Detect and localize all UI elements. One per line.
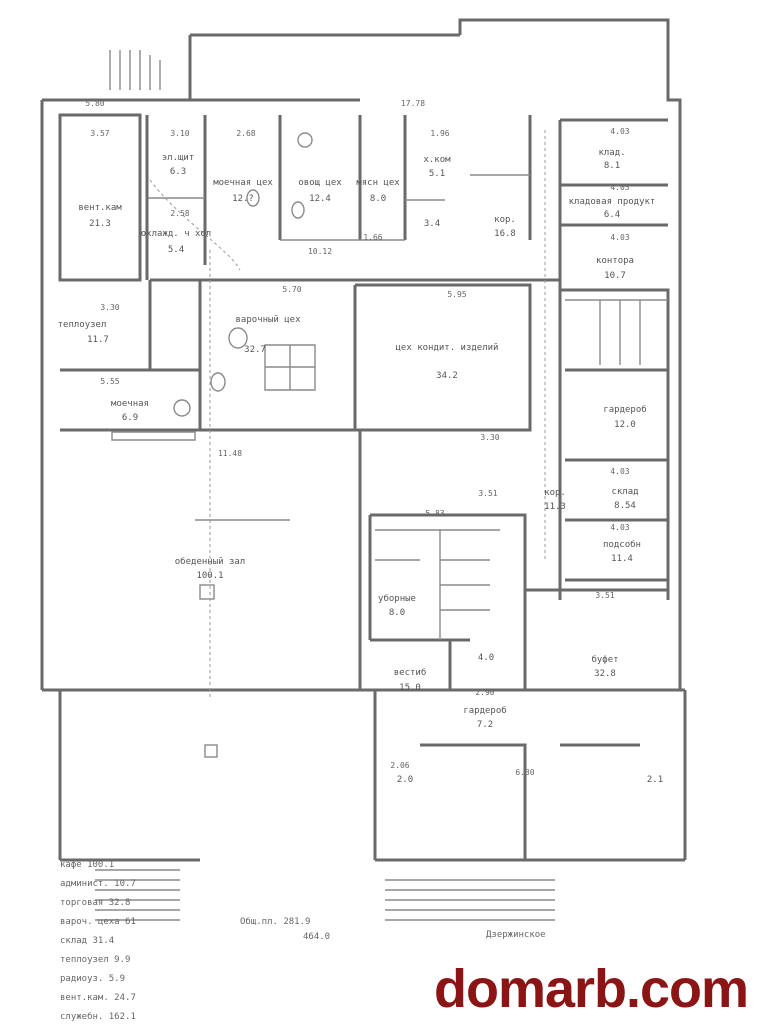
legend-line: вароч. цеха 61 bbox=[60, 917, 136, 927]
dimension: 4.03 bbox=[610, 467, 629, 476]
dimension: 5.80 bbox=[85, 99, 104, 108]
dimension: 10.12 bbox=[308, 247, 332, 256]
room-buffet-name: буфет bbox=[591, 654, 618, 665]
room-labels: вент.кам 21.3 эл.щит 6.3 охлажд. ч хол 5… bbox=[58, 148, 664, 785]
fixtures bbox=[149, 130, 546, 700]
dimension: 4.03 bbox=[610, 523, 629, 532]
dimension: 1.96 bbox=[430, 129, 449, 138]
dimension: 2.58 bbox=[170, 209, 189, 218]
room-cold-name: охлажд. ч хол bbox=[141, 229, 211, 239]
room-elshit-area: 6.3 bbox=[170, 167, 186, 177]
dimension: 5.95 bbox=[447, 290, 466, 299]
area-legend: кафе 100.1 админист. 10.7 торговая 32.8 … bbox=[60, 860, 546, 1022]
dimension: 3.57 bbox=[90, 129, 109, 138]
room-wash-shop-area: 12.? bbox=[232, 194, 254, 204]
room-cold-area: 5.4 bbox=[168, 245, 184, 255]
dimension: 5.55 bbox=[100, 377, 119, 386]
room-wc-small-area: 4.0 bbox=[478, 653, 494, 663]
room-wash-shop-name: моечная цех bbox=[213, 178, 273, 188]
room-cooking-area: 32.7 bbox=[244, 345, 266, 355]
room-confect-name: цех кондит. изделий bbox=[396, 343, 499, 353]
dimension: 2.06 bbox=[390, 761, 409, 770]
dimension: 2.68 bbox=[236, 129, 255, 138]
room-corr2-area: 11.3 bbox=[544, 502, 566, 512]
room-lobby-name: вестиб bbox=[394, 667, 427, 678]
dimension: 5.70 bbox=[282, 285, 301, 294]
dimension: 3.51 bbox=[595, 591, 614, 600]
dimension: 17.78 bbox=[401, 99, 425, 108]
room-washing-name: моечная bbox=[111, 399, 149, 409]
room-stock-name: склад bbox=[611, 487, 638, 497]
room-cooking-name: варочный цех bbox=[235, 315, 301, 325]
room-wardrobe1-area: 12.0 bbox=[614, 420, 636, 430]
room-corridor-area: 16.8 bbox=[494, 229, 516, 239]
thin-partitions bbox=[95, 50, 668, 921]
legend-line: служебн. 162.1 bbox=[60, 1011, 136, 1022]
dimension: 2.90 bbox=[475, 688, 494, 697]
dimension: 1.66 bbox=[363, 233, 382, 242]
room-wc-area: 8.0 bbox=[389, 608, 405, 618]
room-stock-area: 8.54 bbox=[614, 501, 636, 511]
room-heat-area: 11.7 bbox=[87, 335, 109, 345]
room-store1-area: 8.1 bbox=[604, 161, 620, 171]
legend-line: кафе 100.1 bbox=[60, 860, 114, 870]
room-veg-shop-name: овощ цех bbox=[298, 178, 342, 188]
legend-line: радиоуз. 5.9 bbox=[60, 974, 125, 984]
room-wc-name: уборные bbox=[378, 593, 416, 604]
dimension: 4.03 bbox=[610, 183, 629, 192]
room-veg-shop-area: 12.4 bbox=[309, 194, 331, 204]
dimension: 11.48 bbox=[218, 449, 242, 458]
room-store1-name: клад. bbox=[598, 148, 625, 158]
dimension: 3.51 bbox=[478, 489, 497, 498]
room-hkom-area: 5.1 bbox=[429, 169, 445, 179]
room-wardrobe1-name: гардероб bbox=[603, 404, 646, 415]
total-area-label: Общ.пл. 281.9 bbox=[240, 916, 310, 927]
room-entry-left-area: 2.0 bbox=[397, 775, 413, 785]
room-hkom-name: х.ком bbox=[423, 155, 451, 165]
watermark-logo: domarb.com bbox=[434, 959, 749, 1019]
dimension: 6.30 bbox=[515, 768, 534, 777]
room-small-area: 3.4 bbox=[424, 219, 440, 229]
dimension-labels: 5.80 3.57 3.10 2.68 17.78 1.96 4.03 4.03… bbox=[85, 99, 629, 777]
room-entry-right-area: 2.1 bbox=[647, 775, 663, 785]
room-lobby-area: 15.0 bbox=[399, 683, 421, 693]
room-buffet-area: 32.8 bbox=[594, 669, 616, 679]
room-hall-area: 100.1 bbox=[196, 571, 223, 581]
dimension: 4.03 bbox=[610, 127, 629, 136]
room-elshit-name: эл.щит bbox=[162, 153, 195, 163]
street-name: Дзержинское bbox=[486, 930, 546, 940]
dimension: 4.03 bbox=[610, 233, 629, 242]
dimension: 3.10 bbox=[170, 129, 189, 138]
walls bbox=[40, 18, 687, 862]
room-utility-area: 11.4 bbox=[611, 554, 633, 564]
room-vent-area: 21.3 bbox=[89, 219, 111, 229]
room-store2-name: кладовая продукт bbox=[569, 197, 656, 207]
legend-line: теплоузел 9.9 bbox=[60, 955, 130, 965]
dimension: 3.30 bbox=[480, 433, 499, 442]
room-washing-area: 6.9 bbox=[122, 413, 138, 423]
room-meat-shop-name: мясн цех bbox=[356, 178, 400, 188]
room-heat-name: теплоузел bbox=[58, 320, 107, 330]
room-utility-name: подсобн bbox=[603, 539, 641, 550]
legend-line: склад 31.4 bbox=[60, 936, 114, 946]
legend-line: админист. 10.7 bbox=[60, 879, 136, 889]
dimension: 5.83 bbox=[425, 509, 444, 518]
room-corridor-name: кор. bbox=[494, 215, 516, 225]
total-area-value: 464.0 bbox=[303, 932, 330, 942]
room-wardrobe2-area: 7.2 bbox=[477, 720, 493, 730]
dimension: 3.30 bbox=[100, 303, 119, 312]
legend-line: торговая 32.8 bbox=[60, 898, 130, 908]
room-office-name: контора bbox=[596, 256, 634, 266]
room-hall-name: обеденный зал bbox=[175, 556, 245, 567]
room-wardrobe2-name: гардероб bbox=[463, 705, 506, 716]
room-confect-area: 34.2 bbox=[436, 371, 458, 381]
room-vent-name: вент.кам bbox=[78, 203, 122, 213]
room-store2-area: 6.4 bbox=[604, 210, 620, 220]
legend-line: вент.кам. 24.7 bbox=[60, 993, 136, 1003]
room-corr2-name: кор. bbox=[544, 488, 566, 498]
room-office-area: 10.7 bbox=[604, 271, 626, 281]
room-meat-shop-area: 8.0 bbox=[370, 194, 386, 204]
